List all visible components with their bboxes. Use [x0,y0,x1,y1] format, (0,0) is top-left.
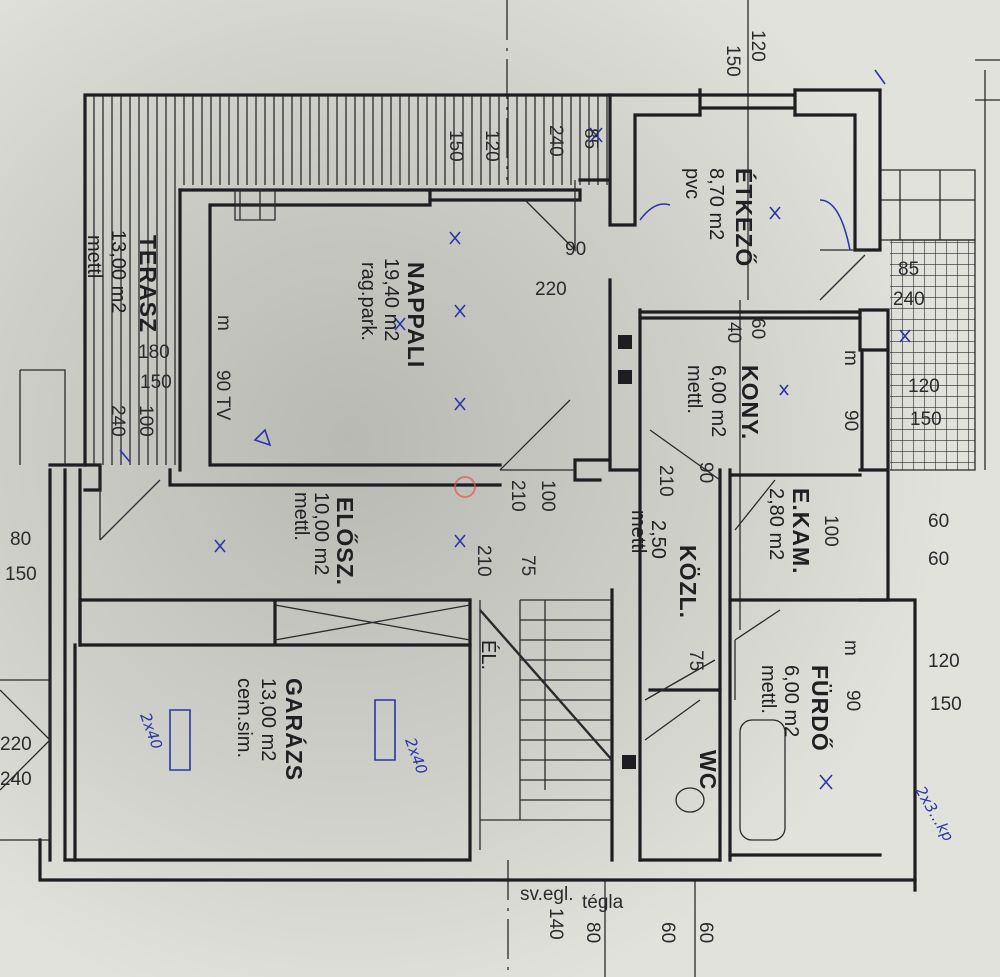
room-area: 10,00 m2 [310,492,332,575]
room-ekam: E.KAM. 2,80 m2 [765,488,814,575]
room-name: GARÁZS [281,678,308,781]
dim: 180 [138,342,170,363]
room-area: 19,40 m2 [380,258,402,341]
dim: 90 [842,690,863,711]
room-name: KÖZL. [675,545,701,619]
dim: sv.egl. [520,884,574,905]
door-swings [0,180,866,841]
dim: 80 [10,529,31,550]
dim: 60 [695,922,716,943]
terrace-hatch [83,93,612,467]
room-area: 13,00 m2 [257,678,279,761]
dim: 150 [722,45,743,77]
room-terasz: TERASZ 13,00 m2 mettl [83,230,161,333]
room-floor: mettl [83,235,105,278]
room-elosz: ELŐSZ. 10,00 m2 mettl. [290,492,359,586]
main-stair [479,599,613,850]
dim: 85 [898,259,919,280]
dim: 210 [507,480,528,512]
room-floor: mettl. [683,365,705,414]
dim: 140 [545,908,566,940]
dim: 240 [893,289,925,310]
dim: 90 [565,239,586,260]
dim: 60 [657,922,678,943]
dim: tégla [582,892,624,913]
room-kozl: KÖZL. 2,50 mettl [627,510,701,619]
room-floor: mettl [627,510,649,553]
toilet-icon [675,787,705,813]
room-area: 2,80 m2 [765,488,787,560]
room-floor: rag.park. [357,262,379,341]
room-area: 8,70 m2 [705,168,727,240]
dim: 60 [747,318,768,339]
right-stair [880,169,976,471]
dim: 80 [582,922,603,943]
dim: m [213,315,234,331]
dimension-labels: 120 150 240 120 150 85 90 220 180 150 10… [0,30,962,943]
room-konyha: KONY. 6,00 m2 mettl. [683,365,763,440]
dim: 150 [930,694,962,715]
walls [38,88,917,892]
dim: 85 [580,128,601,149]
dim: 120 [747,30,768,62]
dim: 210 [473,545,494,577]
dim: 90 [840,410,861,431]
room-name: ELŐSZ. [332,497,359,586]
dim: 150 [5,564,37,585]
room-floor: cem.sim. [233,678,255,758]
dim: 60 [928,549,949,570]
dim: 240 [107,405,128,437]
watermark-logo [454,476,476,498]
dim: m [840,640,861,656]
dim: 120 [928,651,960,672]
bathtub-icon [739,719,786,841]
chimney-marks [618,335,636,769]
dim: 120 [908,376,940,397]
dim: 220 [0,734,32,755]
dim: m [840,350,861,366]
room-name: FÜRDŐ [807,665,834,752]
dim: 150 [445,130,466,162]
dim: 150 [910,409,942,430]
room-wc: WC [695,750,721,790]
dim: 60 [928,511,949,532]
dim: 40 [723,322,744,343]
dim: 75 [517,555,538,576]
room-area: 6,00 m2 [780,665,802,737]
room-name: KONY. [737,365,763,440]
room-floor: pvc [681,168,703,199]
room-name: NAPPALI [403,262,429,368]
room-area: 13,00 m2 [107,230,129,313]
room-floor: mettl. [290,492,312,541]
dim: 100 [820,515,841,547]
dim: 210 [655,465,676,497]
dim: 220 [535,279,567,300]
room-nappali: NAPPALI 19,40 m2 rag.park. [357,258,429,368]
dim: 240 [0,769,32,790]
dim: 100 [135,405,156,437]
dim: 75 [685,650,706,671]
room-el: ÉL. [477,640,500,670]
room-etkezo: ÉTKEZŐ 8,70 m2 pvc [681,168,758,267]
dim: 120 [481,130,502,162]
room-area: 6,00 m2 [707,365,729,437]
dim: 100 [537,480,558,512]
dim: 240 [545,125,566,157]
room-garazs: GARÁZS 13,00 m2 cem.sim. [233,678,308,781]
dim: 90 TV [212,370,233,421]
room-name: ÉTKEZŐ [731,168,758,267]
dim: 90 [695,462,716,483]
room-name: TERASZ [135,235,161,333]
pen-marks [119,69,911,790]
room-name: E.KAM. [788,488,814,575]
room-furdo: FÜRDŐ 6,00 m2 mettl. [757,665,834,752]
dim: 150 [140,372,172,393]
room-area: 2,50 [647,520,669,559]
room-floor: mettl. [757,665,779,714]
